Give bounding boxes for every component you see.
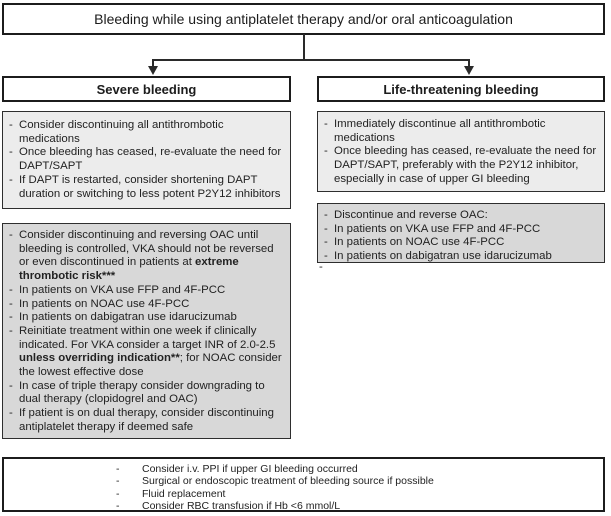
dash-bullet: - <box>116 463 120 475</box>
list-item: - Consider i.v. PPI if upper GI bleeding… <box>116 463 358 475</box>
dash-bullet: - <box>116 475 120 488</box>
list-item: - If patient is on dual therapy, conside… <box>9 407 274 433</box>
connector-horizontal-line <box>152 59 470 61</box>
list-item: - In patients on NOAC use 4F-PCC <box>324 236 505 249</box>
life-threatening-antiplatelet-box: - Immediately discontinue all antithromb… <box>317 111 605 192</box>
connector-left-drop-line <box>152 59 154 68</box>
list-item: - Once bleeding has ceased, re-evaluate … <box>9 146 282 173</box>
general-measures-box: - Consider i.v. PPI if upper GI bleeding… <box>2 457 605 512</box>
list-item: - Once bleeding has ceased, re-evaluate … <box>324 145 597 185</box>
list-item: - In case of triple therapy consider dow… <box>9 379 265 406</box>
dash-bullet: - <box>324 118 328 130</box>
dash-bullet: - <box>9 297 13 310</box>
list-item: - In patients on dabigatran use idaruciz… <box>9 311 237 324</box>
dash-bullet: - <box>9 119 13 131</box>
list-item: - Consider discontinuing and reversing O… <box>9 229 274 283</box>
list-item: - In patients on NOAC use 4F-PCC <box>9 297 190 310</box>
list-item: - In patients on VKA use FFP and 4F-PCC <box>324 222 541 235</box>
list-item: - Reinitiate treatment within one week i… <box>9 324 282 379</box>
dash-bullet: - <box>9 407 13 420</box>
life-threatening-oac-box: - Discontinue and reverse OAC: - In pati… <box>317 203 605 263</box>
dash-bullet: - <box>9 283 13 296</box>
list-item: - Consider discontinuing all antithrombo… <box>9 119 224 145</box>
dash-bullet: - <box>324 145 328 158</box>
life-threatening-bleeding-header-box: Life-threatening bleeding <box>317 76 605 102</box>
dash-bullet: - <box>116 487 120 500</box>
list-item: - Immediately discontinue all antithromb… <box>324 118 546 144</box>
list-item: - Consider RBC transfusion if Hb <6 mmol… <box>116 500 341 513</box>
dash-bullet: - <box>9 229 13 241</box>
life-threatening-bleeding-header-label: Life-threatening bleeding <box>383 81 539 97</box>
dash-bullet: - <box>9 146 13 159</box>
severe-bleeding-header-label: Severe bleeding <box>96 81 197 97</box>
arrow-down-icon <box>463 66 474 75</box>
arrow-down-icon <box>147 66 158 75</box>
dash-bullet: - <box>9 324 13 337</box>
title-box: Bleeding while using antiplatelet therap… <box>2 3 605 35</box>
list-item: - In patients on dabigatran use idaruciz… <box>324 250 552 263</box>
stray-dash: - <box>319 261 323 273</box>
connector-stem-line <box>303 34 305 60</box>
list-item: - In patients on VKA use FFP and 4F-PCC <box>9 283 226 296</box>
severe-bleeding-header-box: Severe bleeding <box>2 76 291 102</box>
severe-bleeding-antiplatelet-box: - Consider discontinuing all antithrombo… <box>2 111 291 209</box>
severe-bleeding-oac-box: - Consider discontinuing and reversing O… <box>2 223 291 439</box>
dash-bullet: - <box>324 209 328 221</box>
dash-bullet: - <box>324 222 328 235</box>
connector-right-drop-line <box>468 59 470 68</box>
dash-bullet: - <box>9 173 13 186</box>
list-item: - Discontinue and reverse OAC: <box>324 209 488 221</box>
dash-bullet: - <box>9 311 13 324</box>
dash-bullet: - <box>116 500 120 513</box>
list-item: - Fluid replacement <box>116 487 226 500</box>
dash-bullet: - <box>324 236 328 249</box>
list-item: - Surgical or endoscopic treatment of bl… <box>116 475 434 488</box>
dash-bullet: - <box>9 379 13 392</box>
dash-bullet: - <box>324 250 328 263</box>
flowchart-title: Bleeding while using antiplatelet therap… <box>94 11 513 27</box>
list-item: - If DAPT is restarted, consider shorten… <box>9 173 281 200</box>
